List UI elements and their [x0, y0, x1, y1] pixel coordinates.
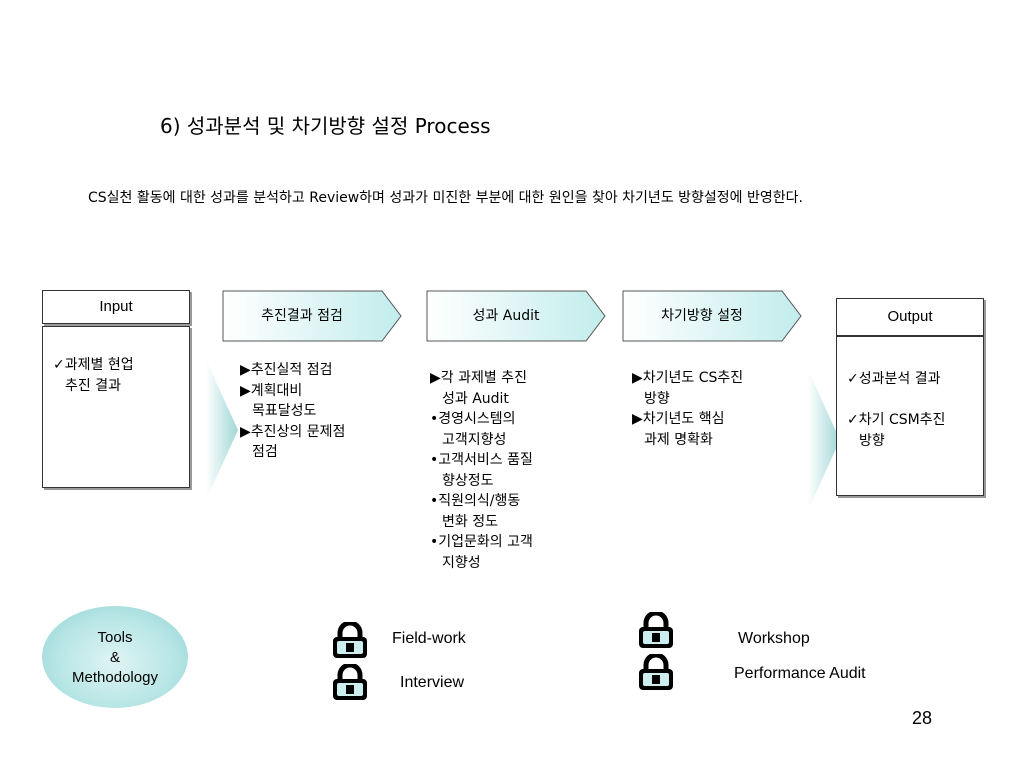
process-step-2-label: 성과 Audit — [472, 308, 540, 324]
page-title: 6) 성과분석 및 차기방향 설정 Process — [160, 114, 491, 138]
lock-icon — [330, 622, 370, 660]
process-arrow-3 — [622, 290, 802, 342]
list-item: 향상정도 — [442, 472, 494, 489]
list-item: ▶추진실적 점검 — [240, 362, 333, 378]
output-box: ✓성과분석 결과 ✓차기 CSM추진 방향 — [836, 336, 984, 496]
tool-item-performance-audit: Performance Audit — [734, 665, 866, 682]
process-step-3-label: 차기방향 설정 — [661, 308, 743, 324]
list-item: •고객서비스 품질 — [430, 452, 533, 468]
lock-icon — [636, 612, 676, 650]
flow-triangle-right — [808, 370, 840, 510]
output-item-1: ✓성과분석 결과 — [847, 371, 941, 387]
tool-item-fieldwork: Field-work — [392, 630, 466, 647]
process-arrow-2 — [426, 290, 606, 342]
tools-label-line3: Methodology — [72, 669, 158, 686]
list-item: 과제 명확화 — [644, 431, 713, 448]
list-item: 성과 Audit — [442, 390, 509, 407]
list-item: ▶계획대비 — [240, 382, 303, 399]
list-item: 변화 정도 — [442, 513, 498, 530]
list-item: •직원의식/행동 — [430, 493, 521, 509]
tool-item-interview: Interview — [400, 674, 465, 691]
tool-item-workshop: Workshop — [738, 630, 810, 647]
lock-icon — [330, 664, 370, 702]
list-item: 점검 — [252, 444, 278, 460]
list-item: •기업문화의 고객 — [430, 534, 533, 550]
step-3-list: ▶차기년도 CS추진 방향 ▶차기년도 핵심 과제 명확화 — [632, 368, 743, 450]
list-item: ▶추진상의 문제점 — [240, 423, 346, 440]
process-arrow-1 — [222, 290, 402, 342]
list-item: 목표달성도 — [252, 403, 317, 419]
tools-ellipse: Tools & Methodology — [42, 606, 188, 708]
tools-label-line1: Tools — [97, 629, 133, 646]
list-item: ▶차기년도 핵심 — [632, 411, 725, 427]
input-box: ✓과제별 현업 추진 결과 — [42, 326, 190, 488]
step-1-list: ▶추진실적 점검 ▶계획대비 목표달성도 ▶추진상의 문제점 점검 — [240, 360, 345, 463]
input-item-line1: ✓과제별 현업 — [53, 357, 134, 373]
list-item: •경영시스템의 — [430, 411, 516, 427]
output-item-2-line2: 방향 — [859, 433, 885, 449]
list-item: ▶차기년도 CS추진 — [632, 370, 744, 386]
input-header: Input — [42, 290, 190, 324]
list-item: ▶각 과제별 추진 — [430, 370, 527, 386]
description: CS실천 활동에 대한 성과를 분석하고 Review하며 성과가 미진한 부분… — [88, 190, 803, 206]
page-number: 28 — [912, 708, 933, 728]
process-step-1-label: 추진결과 점검 — [261, 308, 343, 324]
output-header: Output — [836, 298, 984, 336]
list-item: 방향 — [644, 390, 670, 407]
tools-label-line2: & — [109, 649, 120, 666]
list-item: 고객지향성 — [442, 431, 507, 448]
flow-triangle-left — [206, 360, 238, 500]
output-item-2-line1: ✓차기 CSM추진 — [847, 412, 946, 428]
lock-icon — [636, 654, 676, 692]
input-item-line2: 추진 결과 — [65, 378, 121, 394]
step-2-list: ▶각 과제별 추진 성과 Audit •경영시스템의 고객지향성 •고객서비스 … — [430, 368, 533, 573]
list-item: 지향성 — [442, 554, 481, 571]
